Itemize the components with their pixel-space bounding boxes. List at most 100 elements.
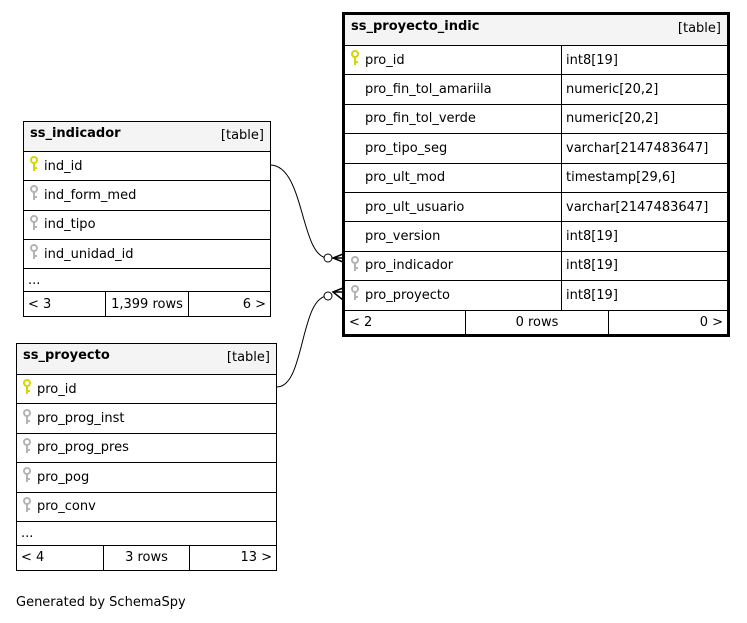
row-count: 3 rows [102,545,190,570]
column-type: int8[19] [561,46,618,75]
column-cell: pro_proyecto [345,281,450,309]
children-link[interactable]: 0 > [608,310,727,334]
edge-many-marker [330,253,344,263]
column-cell: pro_ult_mod [345,164,445,192]
column-type: int8[19] [561,251,618,281]
foreign-key-icon [23,437,31,458]
table-kind: [table] [226,350,270,365]
column-row[interactable]: pro_indicador int8[19] [345,250,727,281]
column-row[interactable]: pro_ult_usuario varchar[2147483647] [345,191,727,222]
children-link[interactable]: 13 > [189,545,276,570]
column-cell: pro_prog_inst [17,404,125,432]
column-cell: pro_conv [17,493,96,521]
parents-link[interactable]: < 2 [349,314,373,330]
foreign-key-icon [351,285,359,305]
foreign-key-icon [23,496,31,517]
column-name: pro_id [37,381,77,397]
column-cell: pro_tipo_seg [345,134,447,162]
column-row[interactable]: pro_ult_mod timestamp[29,6] [345,162,727,192]
table-header: ss_proyecto [table] [17,344,276,374]
column-row[interactable]: pro_tipo_seg varchar[2147483647] [345,133,727,163]
column-row[interactable]: pro_prog_inst [17,403,276,432]
table-name: ss_indicador [30,126,121,141]
column-type: numeric[20,2] [561,104,658,134]
column-name: ind_unidad_id [44,246,134,262]
foreign-key-icon [23,467,31,487]
column-cell: pro_fin_tol_verde [345,105,476,133]
column-row[interactable]: pro_fin_tol_amariila numeric[20,2] [345,74,727,104]
table-header: ss_proyecto_indic [table] [345,15,727,45]
more-columns-ellipsis: ... [17,520,276,545]
column-cell: pro_ult_usuario [345,193,464,221]
table-kind: [table] [220,128,264,143]
column-name: ind_id [44,158,83,174]
column-row[interactable]: ind_form_med [24,180,270,209]
column-cell: ind_id [24,152,82,180]
column-name: pro_ult_usuario [365,199,465,215]
column-name: ind_form_med [44,187,137,203]
edge-proyecto-to-proyecto-indic [276,295,329,388]
column-row[interactable]: pro_id [17,374,276,403]
column-row[interactable]: ind_tipo [24,209,270,239]
foreign-key-icon [23,408,31,429]
edge-indicador-to-proyecto-indic [269,164,329,259]
column-name: pro_indicador [365,258,454,274]
column-name: pro_pog [37,469,90,485]
column-name: pro_version [365,229,441,245]
column-cell: ind_tipo [24,211,96,239]
column-type: varchar[2147483647] [561,134,708,163]
column-name: pro_conv [37,499,96,515]
column-name: pro_tipo_seg [365,140,448,156]
column-type: varchar[2147483647] [561,192,708,222]
more-columns-ellipsis: ... [24,268,270,291]
column-row[interactable]: pro_id int8[19] [345,45,727,75]
column-row[interactable]: pro_conv [17,491,276,521]
column-name: pro_ult_mod [365,170,446,186]
column-type: timestamp[29,6] [561,163,675,192]
column-name: pro_prog_inst [37,411,125,427]
column-cell: pro_id [345,46,405,74]
foreign-key-icon [351,255,359,276]
column-type: int8[19] [561,222,618,251]
column-cell: pro_id [17,375,77,403]
column-row[interactable]: pro_prog_pres [17,432,276,462]
column-row[interactable]: pro_fin_tol_verde numeric[20,2] [345,103,727,134]
parents-link[interactable]: < 4 [21,550,45,566]
column-row[interactable]: pro_proyecto int8[19] [345,280,727,310]
foreign-key-icon [30,214,38,235]
column-name: pro_id [365,52,405,68]
column-row[interactable]: pro_pog [17,462,276,491]
column-row[interactable]: pro_version int8[19] [345,221,727,251]
row-count: 0 rows [465,310,608,334]
foreign-key-icon [30,185,38,205]
column-cell: pro_version [345,222,440,250]
table-name: ss_proyecto_indic [351,19,480,34]
column-type: numeric[20,2] [561,75,658,104]
column-name: pro_prog_pres [37,440,129,456]
column-name: pro_proyecto [365,287,450,303]
column-cell: ind_form_med [24,181,136,209]
column-cell: pro_fin_tol_amariila [345,75,492,103]
column-row[interactable]: ind_id [24,151,270,180]
table-name: ss_proyecto [23,348,110,363]
edge-optional-marker [323,291,333,301]
primary-key-icon [23,379,31,399]
column-row[interactable]: ind_unidad_id [24,238,270,268]
parents-link[interactable]: < 3 [28,296,52,312]
column-name: pro_fin_tol_verde [365,111,476,127]
column-name: ind_tipo [44,217,96,233]
column-type: int8[19] [561,281,618,310]
column-name: pro_fin_tol_amariila [365,82,492,98]
children-link[interactable]: 6 > [187,292,270,317]
column-cell: pro_pog [17,463,89,491]
column-cell: pro_indicador [345,252,453,280]
table-kind: [table] [677,21,721,36]
table-header: ss_indicador [table] [24,122,270,151]
